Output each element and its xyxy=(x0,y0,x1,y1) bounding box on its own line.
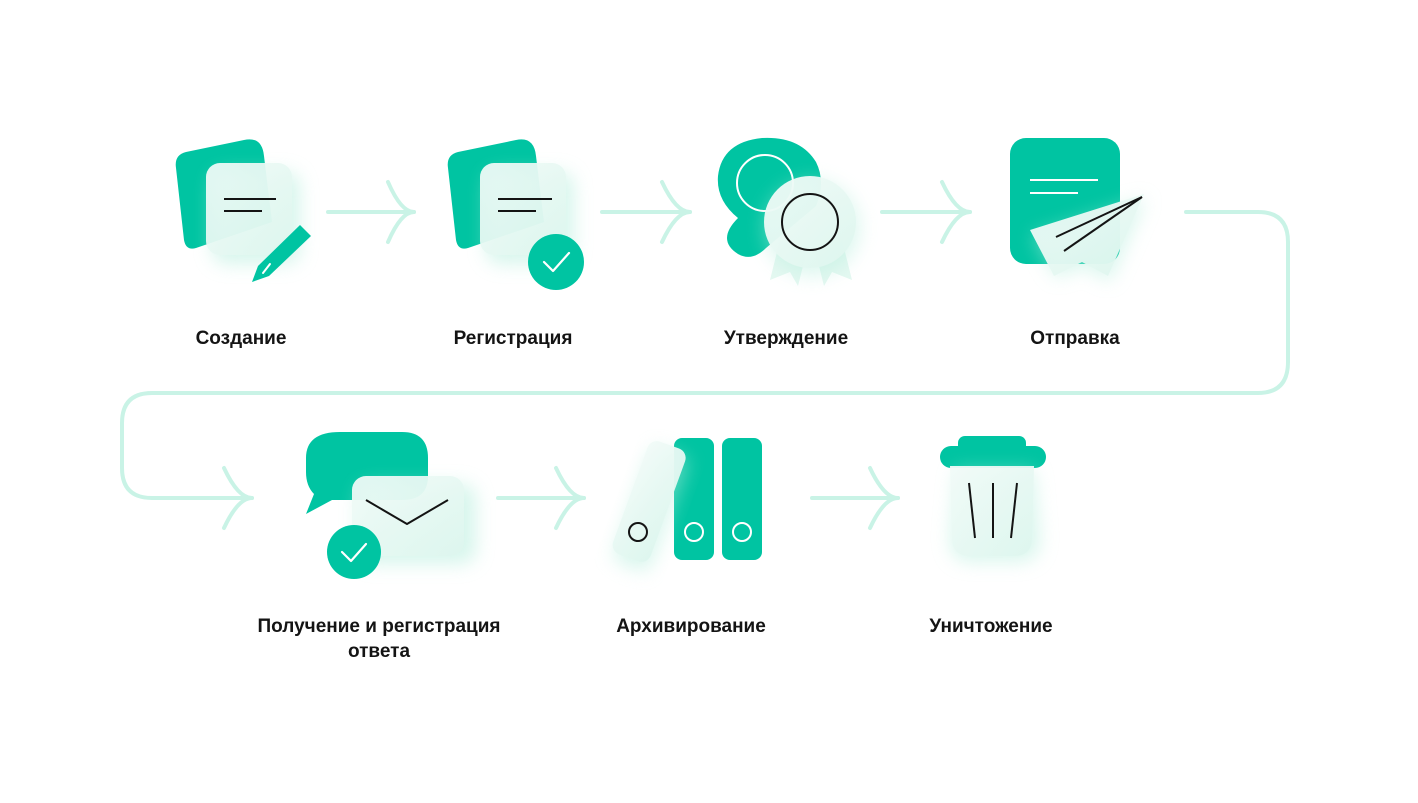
step-label-registration: Регистрация xyxy=(453,328,573,349)
document-check-icon xyxy=(447,139,584,290)
document-pencil-icon xyxy=(175,139,311,282)
return-path xyxy=(120,210,1290,500)
seal-award-icon xyxy=(717,137,860,286)
arrow-5-6 xyxy=(496,466,586,530)
arrow-1-2 xyxy=(326,180,416,244)
step-label-approval: Утверждение xyxy=(723,328,849,349)
step-label-sending: Отправка xyxy=(1030,328,1120,349)
arrow-6-7 xyxy=(810,466,900,530)
return-arrowhead xyxy=(222,466,254,530)
step-label-creation: Создание xyxy=(195,328,287,349)
paper-plane-icon xyxy=(1010,138,1146,282)
step-label-archiving: Архивирование xyxy=(616,616,766,637)
step-label-destruction: Уничтожение xyxy=(929,616,1053,637)
arrow-3-4 xyxy=(880,180,972,244)
chat-envelope-check-icon xyxy=(306,432,476,579)
archive-binders-icon xyxy=(612,438,762,571)
step-label-receipt-registration: Получение и регистрация ответа xyxy=(257,616,501,662)
trash-bin-icon xyxy=(940,436,1046,562)
connectors xyxy=(120,180,1290,530)
arrow-2-3 xyxy=(600,180,692,244)
